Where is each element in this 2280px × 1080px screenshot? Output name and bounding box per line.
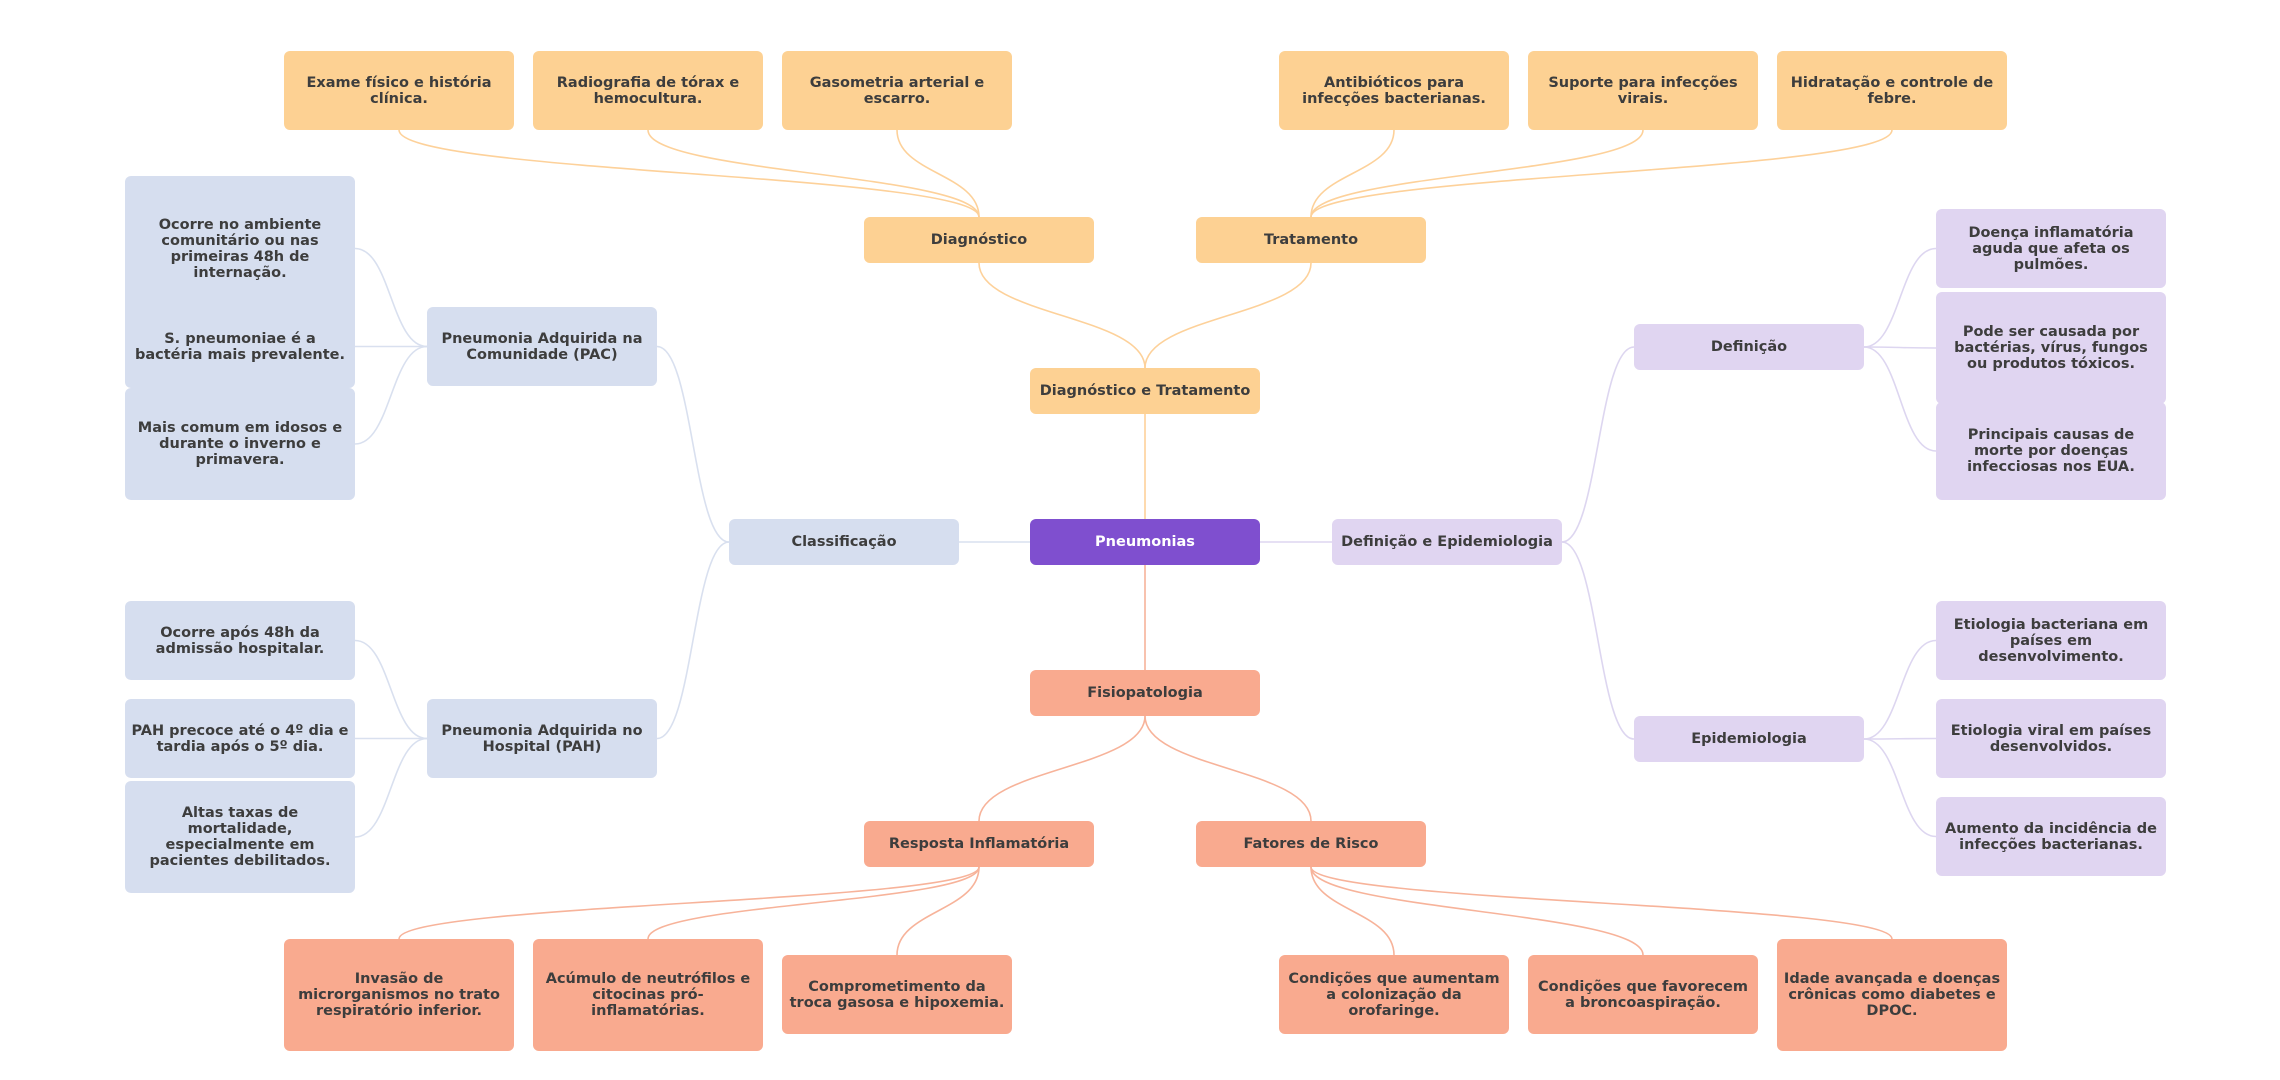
edge-resp-2 — [896, 866, 980, 956]
edge-trat-0 — [1310, 129, 1395, 218]
leaf-etiologia-viral[interactable]: Etiologia viral em países desenvolvidos. — [1936, 699, 2166, 778]
edge-fat-0 — [1310, 866, 1395, 956]
leaf-pac-idosos-inverno[interactable]: Mais comum em idosos e durante o inverno… — [125, 388, 355, 500]
node-pac[interactable]: Pneumonia Adquirida na Comunidade (PAC) — [427, 307, 657, 386]
edge-resp-1 — [647, 866, 980, 940]
leaf-suporte-infeccoes-virais[interactable]: Suporte para infecções virais. — [1528, 51, 1758, 130]
leaf-colonizacao-orofaringe[interactable]: Condições que aumentam a colonização da … — [1279, 955, 1509, 1034]
edge-epi-1 — [1863, 737, 1937, 740]
node-pah[interactable]: Pneumonia Adquirida no Hospital (PAH) — [427, 699, 657, 778]
node-tratamento[interactable]: Tratamento — [1196, 217, 1426, 263]
leaf-broncoaspiracao[interactable]: Condições que favorecem a broncoaspiraçã… — [1528, 955, 1758, 1034]
edge-diag-2 — [896, 129, 980, 218]
edge-de-epi — [1561, 541, 1635, 740]
edge-dt-diag — [978, 262, 1146, 369]
edge-dt-trat — [1144, 262, 1312, 369]
node-epidemiologia[interactable]: Epidemiologia — [1634, 716, 1864, 762]
node-definicao[interactable]: Definição — [1634, 324, 1864, 370]
leaf-principais-causas-morte[interactable]: Principais causas de morte por doenças i… — [1936, 402, 2166, 500]
edge-resp-0 — [398, 866, 980, 940]
edge-epi-0 — [1863, 639, 1937, 740]
node-diagnostico-e-tratamento[interactable]: Diagnóstico e Tratamento — [1030, 368, 1260, 414]
node-resposta-inflamatoria[interactable]: Resposta Inflamatória — [864, 821, 1094, 867]
leaf-causas-pneumonia[interactable]: Pode ser causada por bactérias, vírus, f… — [1936, 292, 2166, 404]
leaf-comprometimento-troca-gasosa[interactable]: Comprometimento da troca gasosa e hipoxe… — [782, 955, 1012, 1034]
leaf-pac-s-pneumoniae[interactable]: S. pneumoniae é a bactéria mais prevalen… — [125, 305, 355, 388]
leaf-antibioticos[interactable]: Antibióticos para infecções bacterianas. — [1279, 51, 1509, 130]
leaf-pah-48h[interactable]: Ocorre após 48h da admissão hospitalar. — [125, 601, 355, 680]
leaf-doenca-inflamatoria[interactable]: Doença inflamatória aguda que afeta os p… — [1936, 209, 2166, 288]
edge-trat-2 — [1310, 129, 1893, 218]
node-definicao-e-epidemiologia[interactable]: Definição e Epidemiologia — [1332, 519, 1562, 565]
edge-diag-1 — [647, 129, 980, 218]
leaf-pac-ambiente-comunitario[interactable]: Ocorre no ambiente comunitário ou nas pr… — [125, 176, 355, 321]
leaf-exame-fisico[interactable]: Exame físico e história clínica. — [284, 51, 514, 130]
edge-fat-2 — [1310, 866, 1893, 940]
edge-fi-resp — [978, 715, 1146, 822]
edge-pac-0 — [354, 247, 428, 348]
leaf-hidratacao-febre[interactable]: Hidratação e controle de febre. — [1777, 51, 2007, 130]
edge-epi-2 — [1863, 738, 1937, 838]
edge-def-1 — [1863, 346, 1937, 349]
leaf-acumulo-neutrofilos[interactable]: Acúmulo de neutrófilos e citocinas pró-i… — [533, 939, 763, 1051]
edge-def-0 — [1863, 247, 1937, 348]
leaf-pah-mortalidade[interactable]: Altas taxas de mortalidade, especialment… — [125, 781, 355, 893]
edge-cl-pah — [656, 541, 730, 740]
edge-de-def — [1561, 346, 1635, 543]
node-fisiopatologia[interactable]: Fisiopatologia — [1030, 670, 1260, 716]
edge-cl-pac — [656, 345, 730, 543]
leaf-gasometria-arterial[interactable]: Gasometria arterial e escarro. — [782, 51, 1012, 130]
node-classificacao[interactable]: Classificação — [729, 519, 959, 565]
leaf-aumento-incidencia[interactable]: Aumento da incidência de infecções bacte… — [1936, 797, 2166, 876]
edge-pah-2 — [354, 737, 428, 838]
node-fatores-de-risco[interactable]: Fatores de Risco — [1196, 821, 1426, 867]
edge-diag-0 — [398, 129, 980, 218]
edge-pah-0 — [354, 639, 428, 740]
leaf-idade-doencas-cronicas[interactable]: Idade avançada e doenças crônicas como d… — [1777, 939, 2007, 1051]
center-node-pneumonias[interactable]: Pneumonias — [1030, 519, 1260, 565]
edge-pac-2 — [354, 345, 428, 445]
leaf-pah-precoce-tardia[interactable]: PAH precoce até o 4º dia e tardia após o… — [125, 699, 355, 778]
edge-fat-1 — [1310, 866, 1644, 956]
leaf-radiografia-torax[interactable]: Radiografia de tórax e hemocultura. — [533, 51, 763, 130]
leaf-invasao-microrganismos[interactable]: Invasão de microrganismos no trato respi… — [284, 939, 514, 1051]
edge-fi-fat — [1144, 715, 1312, 822]
edge-def-2 — [1863, 346, 1937, 452]
node-diagnostico[interactable]: Diagnóstico — [864, 217, 1094, 263]
edge-trat-1 — [1310, 129, 1644, 218]
leaf-etiologia-bacteriana[interactable]: Etiologia bacteriana em países em desenv… — [1936, 601, 2166, 680]
